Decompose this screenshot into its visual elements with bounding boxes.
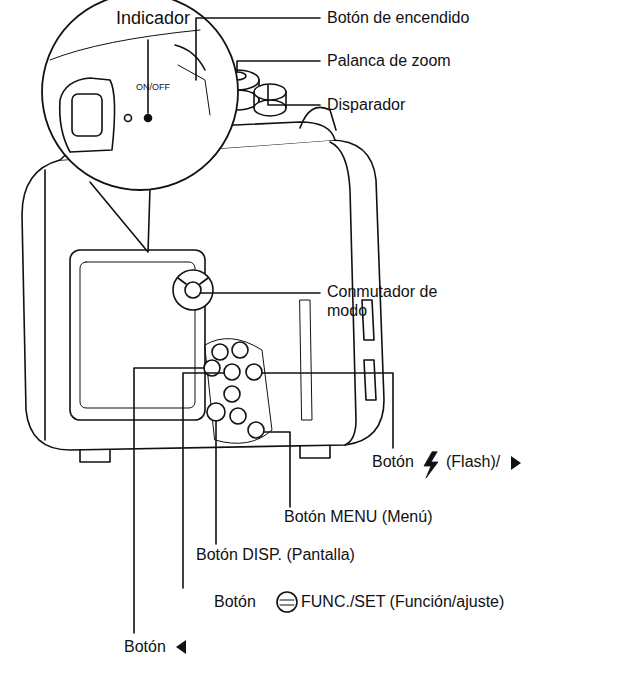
part-label: Botón <box>214 592 256 611</box>
part-label: Botón <box>372 452 414 471</box>
part-label: (Flash)/ <box>446 452 500 471</box>
part-label: ON/OFF <box>136 82 170 93</box>
part-label: Palanca de zoom <box>327 51 451 70</box>
part-label: Botón <box>124 637 166 656</box>
part-label: Disparador <box>327 95 405 114</box>
part-label: Botón MENU (Menú) <box>284 507 433 526</box>
part-label: FUNC./SET (Función/ajuste) <box>301 592 504 611</box>
part-label: Conmutador de modo <box>327 282 467 320</box>
part-label: Botón de encendido <box>327 8 469 27</box>
part-label: Botón DISP. (Pantalla) <box>196 545 355 564</box>
part-label: Indicador <box>116 8 190 30</box>
